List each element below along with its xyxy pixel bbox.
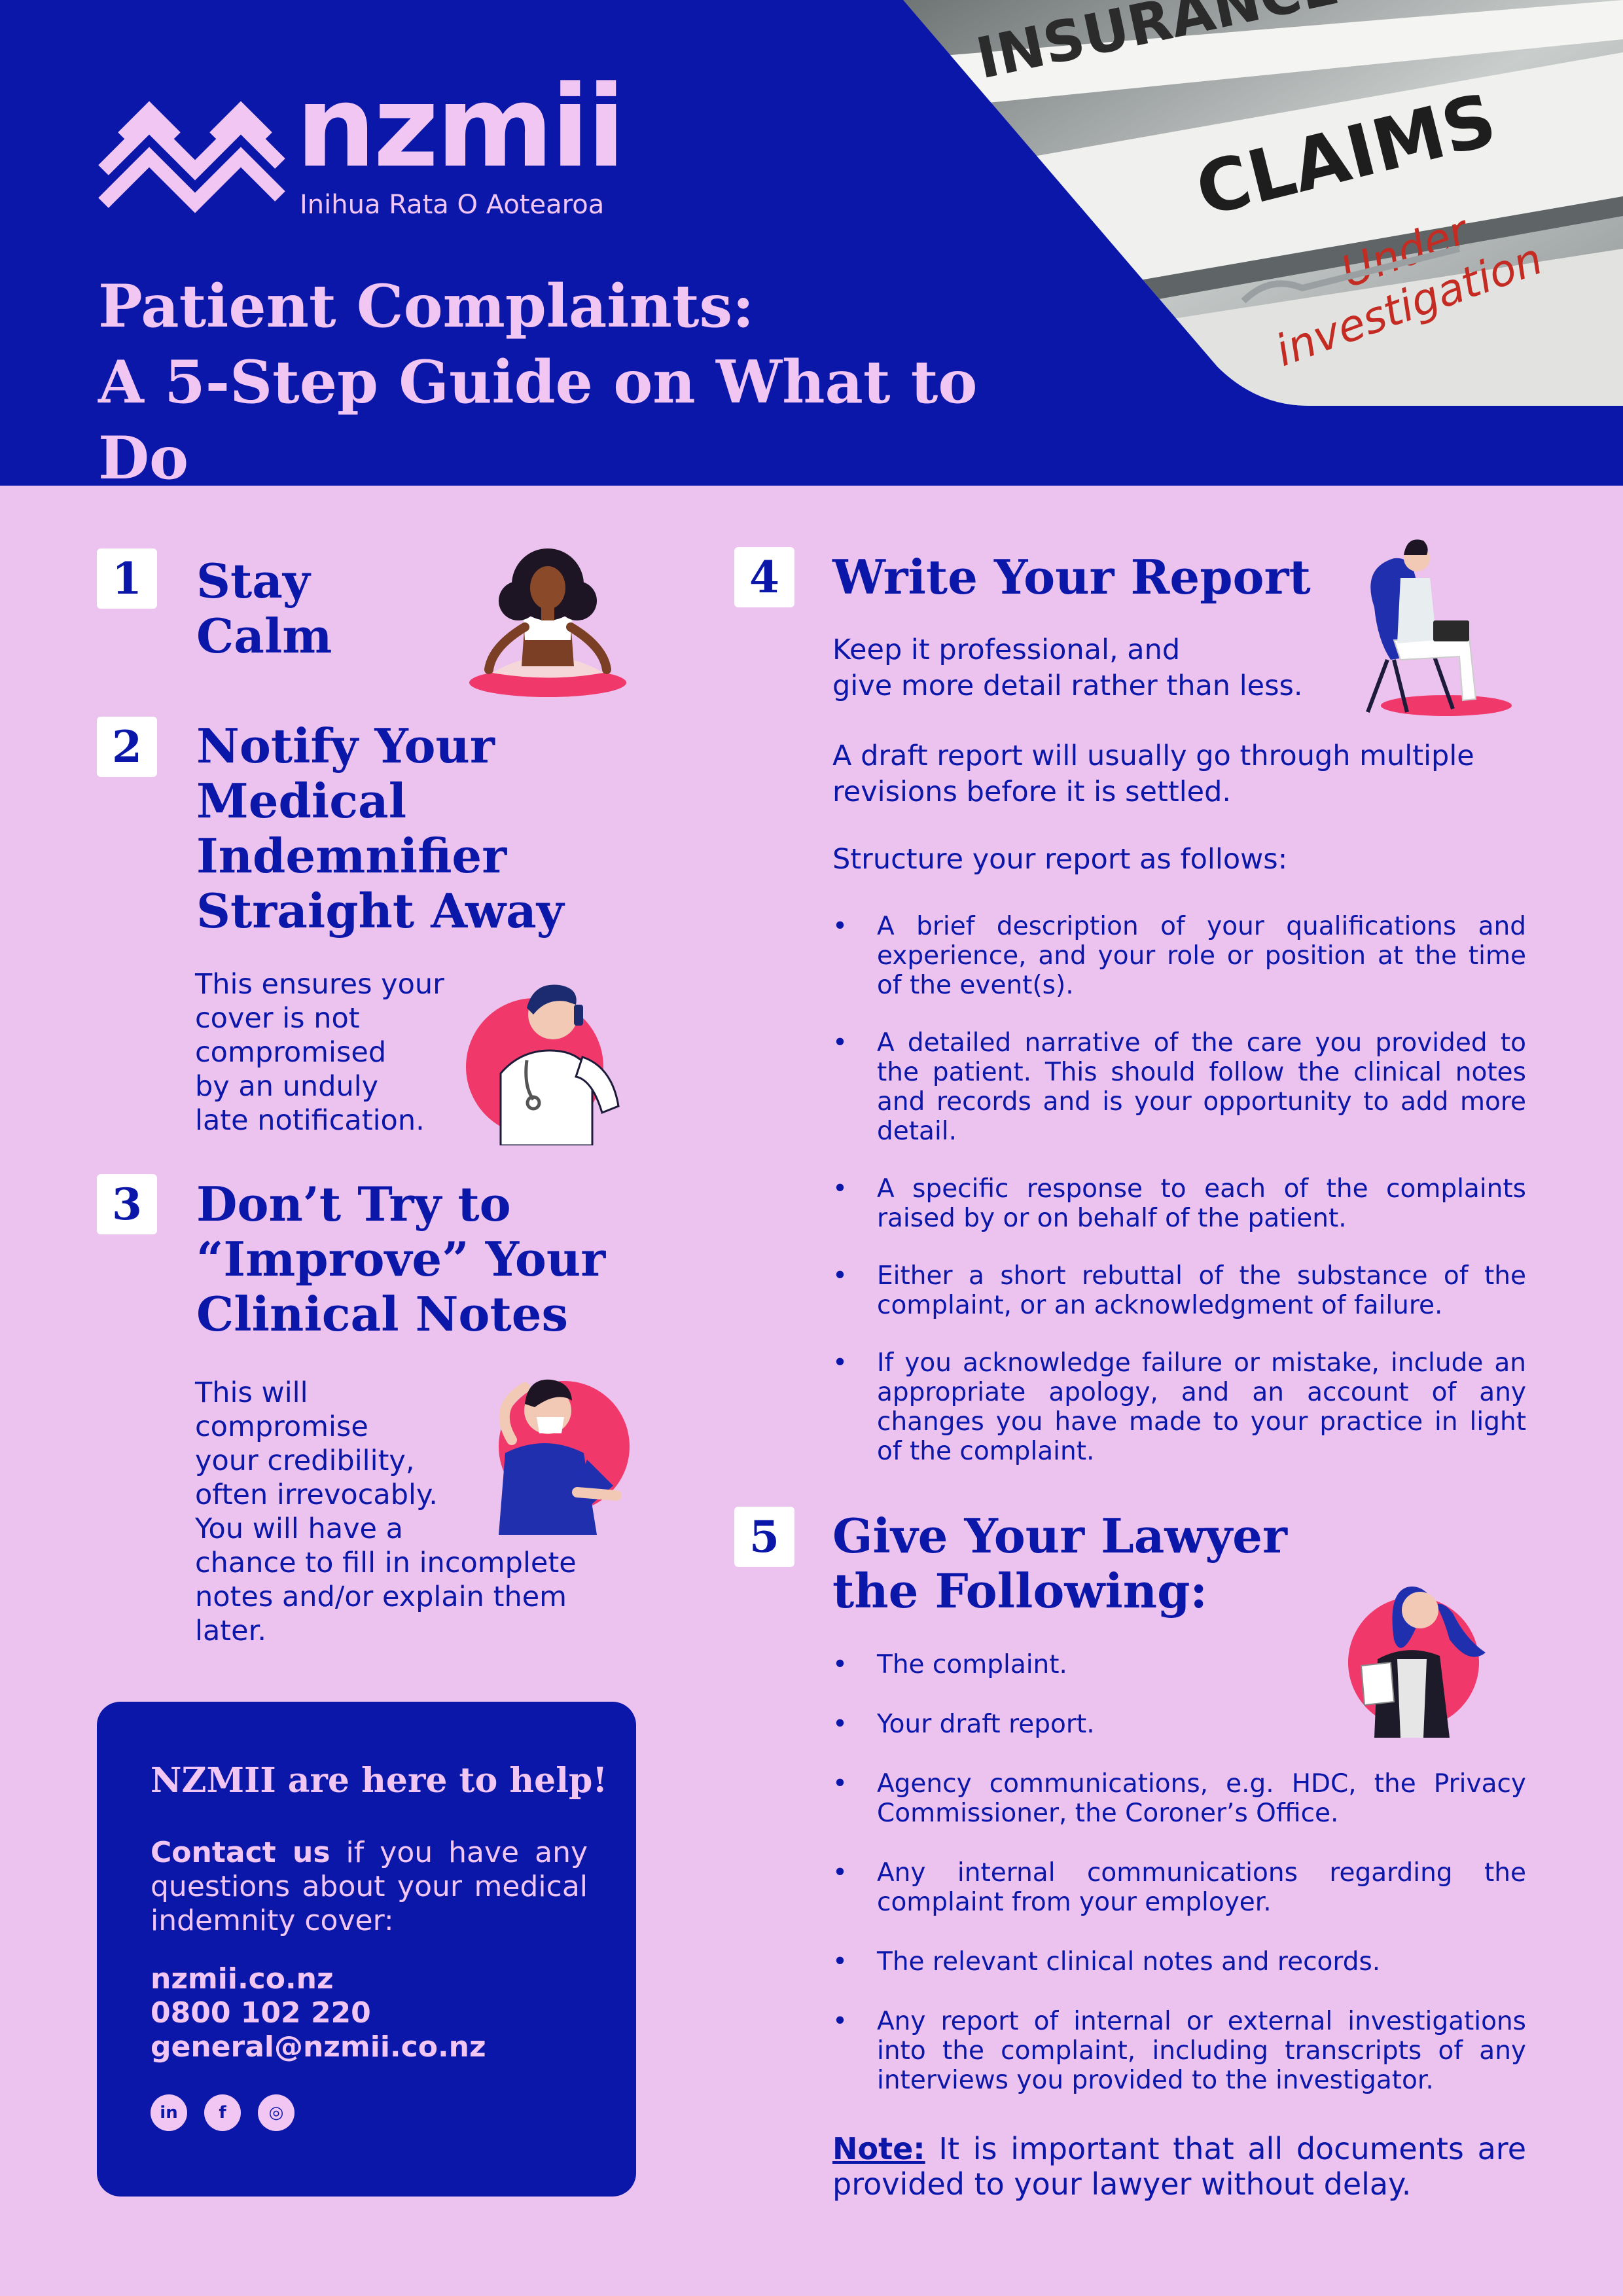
instagram-icon[interactable]: ◎: [258, 2094, 294, 2131]
step-4-draft-note: A draft report will usually go through m…: [832, 738, 1474, 810]
doctor-on-phone-illustration: [466, 984, 620, 1145]
step-2-body: This ensures your cover is not compromis…: [195, 967, 444, 1138]
step-5-heading-line: the Following:: [832, 1563, 1208, 1619]
closing-note: Note: It is important that all documents…: [832, 2131, 1526, 2202]
step-2-body-line: cover is not: [195, 1002, 360, 1035]
step-1-heading: Stay Calm: [196, 554, 332, 664]
step-3-body-line: later.: [195, 1615, 267, 1647]
insurance-claims-photo: INSURANCE CLAIMS Under investigation: [903, 0, 1623, 406]
step-5-heading-line: Give Your Lawyer: [832, 1508, 1287, 1564]
step-1-heading-line: Stay: [196, 553, 310, 609]
step-1-heading-line: Calm: [196, 608, 332, 664]
list-item: Any internal communications regarding th…: [832, 1858, 1526, 1917]
note-text: It is important that all documents are p…: [832, 2131, 1526, 2202]
header-banner: INSURANCE CLAIMS Under investigation nzm…: [0, 0, 1623, 486]
step-3-body-line: You will have a: [195, 1513, 403, 1545]
list-item: If you acknowledge failure or mistake, i…: [832, 1348, 1526, 1466]
meditating-woman-illustration: [469, 548, 626, 697]
contact-description: if you have any questions about your med…: [151, 1836, 588, 1937]
step-3-number: 3: [97, 1174, 157, 1234]
step-3-heading: Don’t Try to “Improve” Your Clinical Not…: [196, 1177, 605, 1342]
step-3-heading-line: Clinical Notes: [196, 1286, 569, 1342]
step-2-heading-line: Medical: [196, 773, 407, 829]
step-4-draft-line: revisions before it is settled.: [832, 776, 1232, 808]
page-title: Patient Complaints: A 5-Step Guide on Wh…: [98, 268, 1080, 486]
step-2-body-line: late notification.: [195, 1104, 425, 1137]
stressed-man-illustration: [499, 1379, 630, 1535]
list-item: Agency communications, e.g. HDC, the Pri…: [832, 1769, 1526, 1828]
woman-with-laptop-illustration: [1366, 539, 1512, 716]
contact-card: NZMII are here to help! Contact us if yo…: [97, 1702, 636, 2197]
step-4-intro-line: Keep it professional, and: [832, 634, 1181, 666]
step-2-heading-line: Notify Your: [196, 718, 495, 774]
list-item: Either a short rebuttal of the substance…: [832, 1261, 1526, 1320]
step-1-number: 1: [97, 548, 157, 609]
step-4-structure-label: Structure your report as follows:: [832, 843, 1288, 876]
list-item: Your draft report.: [832, 1710, 1526, 1739]
contact-text: Contact us if you have any questions abo…: [151, 1836, 588, 1938]
facebook-icon[interactable]: f: [204, 2094, 241, 2131]
step-5-heading: Give Your Lawyer the Following:: [832, 1509, 1287, 1619]
list-item: A specific response to each of the compl…: [832, 1174, 1526, 1233]
title-line-1: Patient Complaints:: [98, 272, 755, 341]
list-item: The complaint.: [832, 1650, 1526, 1679]
step-3-body-line: This will: [195, 1376, 308, 1409]
step-5-number: 5: [734, 1507, 794, 1567]
lawyer-documents-list: The complaint. Your draft report. Agency…: [832, 1650, 1526, 2095]
step-2-heading: Notify Your Medical Indemnifier Straight…: [196, 719, 564, 939]
phone-number[interactable]: 0800 102 220: [151, 1996, 371, 2030]
step-3-heading-line: “Improve” Your: [196, 1231, 606, 1287]
step-4-number: 4: [734, 547, 794, 607]
step-2-heading-line: Indemnifier: [196, 828, 507, 884]
step-3-body-line: chance to fill in incomplete: [195, 1547, 577, 1579]
brand-name: nzmii: [296, 61, 626, 192]
step-3-body-line: your credibility,: [195, 1444, 415, 1477]
report-structure-list: A brief description of your qualificatio…: [832, 912, 1526, 1466]
title-line-2: A 5-Step Guide on What to Do: [98, 348, 978, 486]
linkedin-icon[interactable]: in: [151, 2094, 187, 2131]
list-item: Any report of internal or external inves…: [832, 2007, 1526, 2095]
step-2-body-line: compromised: [195, 1036, 387, 1069]
step-3-body-line: notes and/or explain them: [195, 1581, 567, 1613]
step-2-heading-line: Straight Away: [196, 883, 564, 939]
note-label: Note:: [832, 2131, 925, 2166]
step-3-body: This will compromise your credibility, o…: [195, 1376, 577, 1648]
step-2-body-line: This ensures your: [195, 968, 444, 1001]
contact-lead: Contact us: [151, 1836, 330, 1869]
step-3-body-line: compromise: [195, 1410, 368, 1443]
list-item: A detailed narrative of the care you pro…: [832, 1028, 1526, 1146]
step-4-heading: Write Your Report: [832, 549, 1311, 605]
website-link[interactable]: nzmii.co.nz: [151, 1962, 334, 1996]
list-item: The relevant clinical notes and records.: [832, 1947, 1526, 1977]
step-2-number: 2: [97, 717, 157, 777]
step-4-intro: Keep it professional, and give more deta…: [832, 632, 1303, 704]
list-item: A brief description of your qualificatio…: [832, 912, 1526, 1000]
brand-tagline: Inihua Rata O Aotearoa: [300, 190, 605, 220]
nzmii-logo-mark-icon: [98, 101, 285, 213]
email-link[interactable]: general@nzmii.co.nz: [151, 2030, 486, 2064]
contact-heading: NZMII are here to help!: [151, 1761, 608, 1801]
step-2-body-line: by an unduly: [195, 1070, 379, 1103]
step-3-heading-line: Don’t Try to: [196, 1176, 511, 1232]
step-3-body-line: often irrevocably.: [195, 1479, 438, 1511]
step-4-intro-line: give more detail rather than less.: [832, 670, 1303, 702]
step-4-draft-line: A draft report will usually go through m…: [832, 740, 1474, 772]
